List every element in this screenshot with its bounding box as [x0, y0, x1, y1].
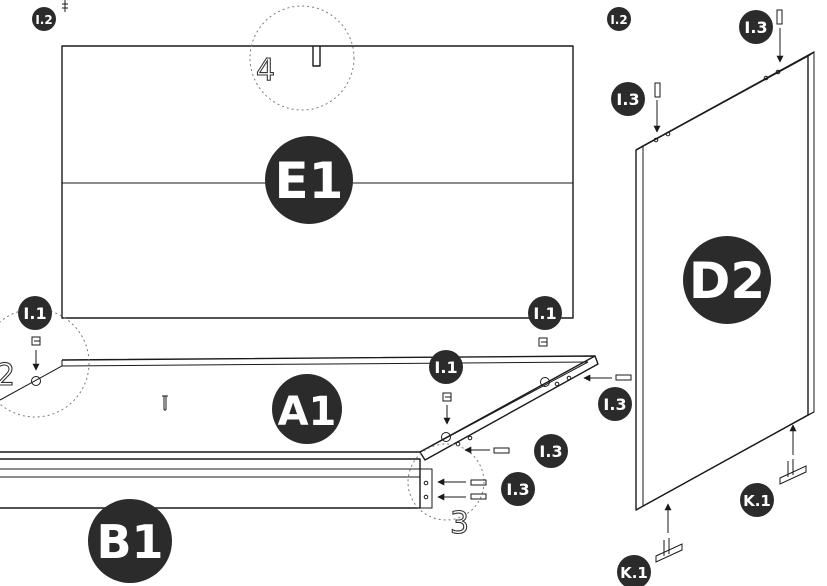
panel-b1-badge: B1: [88, 499, 172, 583]
panel-e1: 4 E1: [61, 5, 574, 319]
panel-e1-badge: E1: [265, 136, 353, 224]
svg-text:K.1: K.1: [743, 492, 771, 510]
panel-d2-badge: D2: [683, 236, 771, 324]
badge-i1: I.1: [18, 296, 52, 330]
cam-lock-icon: [538, 337, 548, 347]
badge-i1: I.1: [429, 350, 463, 384]
detail-circle-3: [407, 443, 485, 521]
svg-text:I.3: I.3: [744, 18, 767, 37]
detail-circle-2: [0, 308, 90, 418]
panel-b1-label: B1: [96, 515, 163, 569]
screw-icon: [62, 0, 68, 12]
dowel-icon: [470, 493, 487, 500]
panel-e1-label: E1: [275, 152, 344, 210]
panel-d2: D2: [635, 51, 815, 511]
panel-b1: 3 B1: [0, 443, 485, 583]
leveler-foot-icon: [655, 538, 683, 563]
svg-text:I.2: I.2: [610, 13, 627, 27]
panel-a1: 2 A1: [0, 308, 599, 461]
dowel-icon: [493, 447, 510, 454]
badge-i3: I.3: [739, 10, 773, 44]
dowel-icon: [776, 9, 783, 25]
svg-text:I.1: I.1: [434, 358, 457, 377]
badge-i3: I.3: [611, 82, 645, 116]
badge-i1: I.1: [528, 296, 562, 330]
step-number-2: 2: [0, 358, 15, 393]
svg-text:I.3: I.3: [539, 442, 562, 461]
leveler-foot-icon: [779, 459, 807, 485]
detail-circle-4: [249, 5, 355, 111]
dowel-icon: [615, 374, 632, 381]
cam-lock-icon: [442, 392, 452, 402]
cam-lock-icon: [31, 336, 41, 346]
badge-i2: I.2: [607, 7, 631, 31]
badge-k1: K.1: [617, 555, 651, 586]
step-number-4: 4: [256, 53, 275, 88]
svg-text:I.2: I.2: [35, 13, 52, 27]
dowel-icon: [654, 82, 661, 98]
step-number-3: 3: [450, 506, 469, 541]
badge-i2: I.2: [32, 7, 56, 31]
svg-text:I.3: I.3: [603, 395, 626, 414]
svg-text:I.3: I.3: [506, 480, 529, 499]
badge-i3: I.3: [598, 387, 632, 421]
badge-i3: I.3: [534, 434, 568, 468]
dowel-icon: [470, 479, 487, 486]
panel-d2-label: D2: [689, 252, 765, 310]
svg-text:I.1: I.1: [533, 304, 556, 323]
svg-text:K.1: K.1: [620, 564, 648, 582]
badge-i3: I.3: [501, 472, 535, 506]
panel-a1-badge: A1: [272, 374, 342, 444]
svg-text:I.3: I.3: [616, 90, 639, 109]
svg-text:I.1: I.1: [23, 304, 46, 323]
panel-a1-label: A1: [278, 389, 337, 435]
badge-k1: K.1: [740, 483, 774, 517]
screw-icon: [162, 395, 168, 411]
